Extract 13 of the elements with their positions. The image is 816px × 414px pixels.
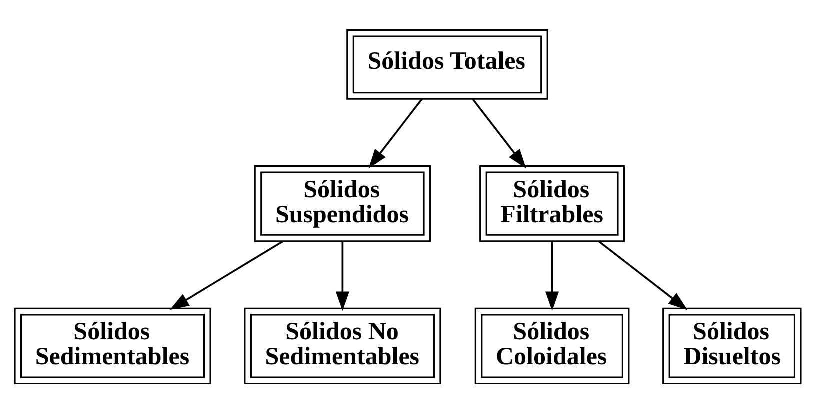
node-box: Sólidos Sedimentables <box>14 308 212 385</box>
arrow <box>598 240 688 310</box>
node-box: Sólidos Disueltos <box>662 308 802 385</box>
node-box: Sólidos Suspendidos <box>254 166 432 242</box>
node-box: Sólidos Coloidales <box>474 308 630 385</box>
arrow <box>368 98 423 169</box>
arrow <box>336 242 350 312</box>
node-box: Sólidos No Sedimentables <box>244 308 442 385</box>
arrow <box>472 98 526 169</box>
node-box: Sólidos Totales <box>346 29 548 100</box>
arrow <box>546 242 560 312</box>
arrow <box>170 240 284 310</box>
node-box: Sólidos Filtrables <box>480 166 626 242</box>
